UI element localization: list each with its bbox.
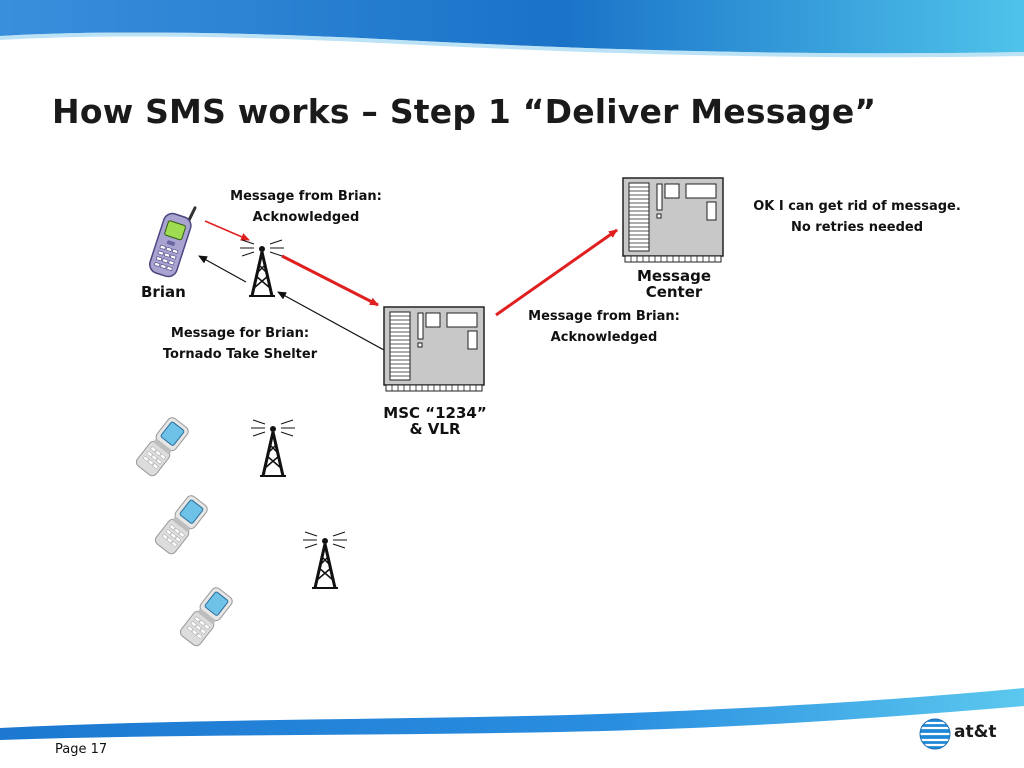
brian-text: Brian <box>141 283 186 301</box>
cell-tower-icon <box>238 238 286 298</box>
msc-line-2: & VLR <box>409 420 461 438</box>
brand-logo-text: at&t <box>954 722 997 742</box>
flip-phone-icon <box>177 585 235 649</box>
page-number: Page 17 <box>55 742 108 757</box>
message-center-label: Message Center <box>637 268 711 300</box>
page-title: How SMS works – Step 1 “Deliver Message” <box>52 92 877 131</box>
acknowledged-text: Acknowledged <box>550 330 658 345</box>
message-from-brian-label-2: Message from Brian: Acknowledged <box>528 306 680 348</box>
tornado-text: Tornado Take Shelter <box>162 347 318 362</box>
ok-line-1: OK I can get rid of message. <box>753 199 961 214</box>
message-from-brian-label-1: Message from Brian: Acknowledged <box>230 186 382 228</box>
footer-band <box>0 688 1024 740</box>
ok-line-2: No retries needed <box>790 220 924 235</box>
message-center-line-1: Message <box>637 267 711 285</box>
server-icon <box>622 177 724 263</box>
message-from-text: Message from Brian: <box>528 309 680 324</box>
att-globe-icon <box>919 718 951 750</box>
flip-phone-icon <box>152 493 210 557</box>
cell-tower-icon <box>301 530 349 590</box>
arrow-tower-to-msc <box>281 254 379 307</box>
mobile-phone-icon <box>149 206 197 278</box>
header-band <box>0 0 1024 54</box>
brian-label: Brian <box>141 282 186 303</box>
message-for-brian-label: Message for Brian: Tornado Take Shelter <box>163 323 317 365</box>
cell-tower-icon <box>249 418 297 478</box>
flip-phone-icon <box>133 415 191 479</box>
ok-message-label: OK I can get rid of message. No retries … <box>753 196 961 238</box>
msc-line-1: MSC “1234” <box>383 404 487 422</box>
arrow-msc-to-message-center <box>495 228 618 317</box>
message-from-text: Message from Brian: <box>230 189 382 204</box>
header-band-highlight <box>0 32 1024 58</box>
arrow-phone-to-tower <box>204 220 250 241</box>
acknowledged-text: Acknowledged <box>252 210 360 225</box>
msc-label: MSC “1234” & VLR <box>383 405 486 437</box>
server-icon <box>383 306 485 392</box>
arrow-msc-to-tower <box>277 291 385 351</box>
message-for-text: Message for Brian: <box>170 326 310 341</box>
arrow-tower-to-phone <box>198 255 247 283</box>
message-center-line-2: Center <box>645 283 703 301</box>
